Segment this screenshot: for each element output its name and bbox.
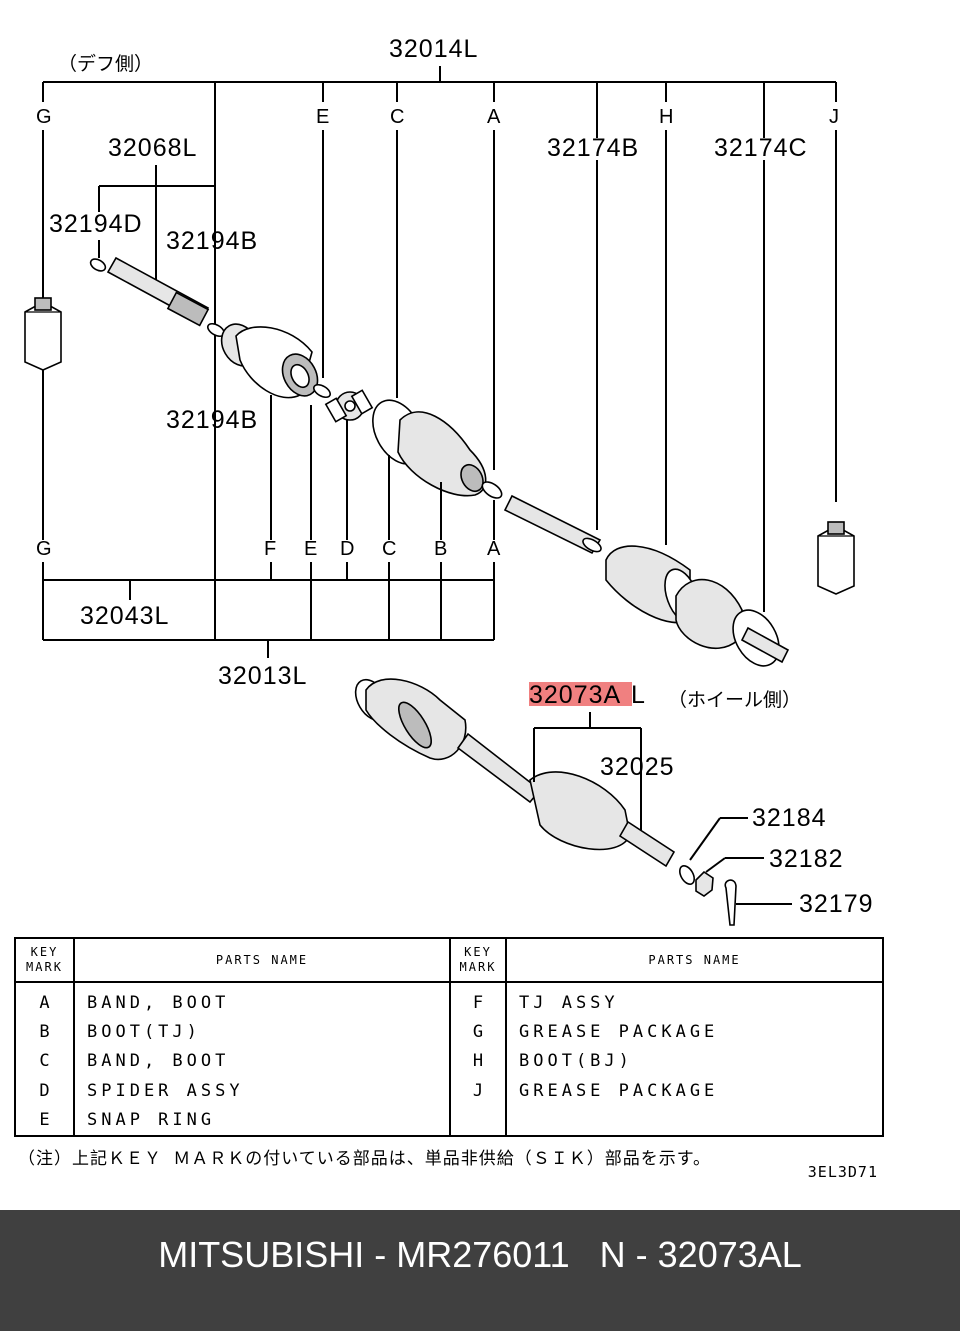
complete-axle [354,678,676,868]
nut [695,870,714,897]
label-32068l: 32068L [108,134,197,162]
footnote: （注）上記ＫＥＹ ＭＡＲＫの付いている部品は、単品非供給（ＳＩＫ）部品を示す。 [18,1149,712,1169]
bottom-mark-b: B [434,538,447,560]
right-name-h: BOOT(BJ) [519,1051,633,1072]
grease-package-left [24,297,62,371]
boot-bj [605,545,790,667]
header-key-line2-right: MARK [459,960,497,974]
drive-shaft [503,494,602,555]
left-key-b: B [39,1022,50,1043]
cotter-pin [724,879,737,926]
left-key-c: C [39,1051,50,1072]
right-name-g: GREASE PACKAGE [519,1022,719,1043]
bracket-32014l [42,66,837,640]
left-name-e: SNAP RING [87,1109,216,1130]
left-name-c: BAND, BOOT [87,1051,230,1072]
left-name-b: BOOT(TJ) [87,1022,201,1043]
grease-package-right [817,521,855,595]
top-mark-g: G [36,106,52,128]
label-32043l: 32043L [80,602,169,630]
bottom-mark-c: C [382,538,396,560]
right-key-f: F [472,993,484,1013]
label-32073a: 32073A [529,681,621,709]
left-key-e: E [39,1109,50,1130]
bottom-mark-g: G [36,538,52,560]
label-32174b: 32174B [547,134,639,162]
header-parts-name: PARTS NAME [73,937,451,983]
left-names-column: BAND, BOOT BOOT(TJ) BAND, BOOT SPIDER AS… [73,981,451,1137]
spider-assy [324,389,374,423]
band-boot-a [481,481,503,499]
part-number-caption: MITSUBISHI - MR276011 N - 32073AL [158,1234,802,1275]
bottom-mark-e: E [304,538,317,560]
top-mark-h: H [659,106,673,128]
right-names-column: TJ ASSY GREASE PACKAGE BOOT(BJ) GREASE P… [505,981,884,1137]
header-key-line1-right: KEY [464,945,492,959]
top-mark-c: C [390,106,404,128]
label-32179: 32179 [799,890,874,918]
header-key-mark-right: KEY MARK [449,937,507,983]
bottom-mark-d: D [340,538,354,560]
label-32194b-top: 32194B [166,227,258,255]
left-name-a: BAND, BOOT [87,993,230,1013]
parts-diagram: （デフ側） 32014L G E C A H J 32174B 32174C 3… [24,35,874,926]
top-mark-a: A [487,106,501,128]
right-name-f: TJ ASSY [519,993,619,1013]
header-key-line1: KEY [30,945,59,959]
header-key-line2: MARK [26,960,63,974]
left-keys-column: A B C D E [14,981,75,1137]
diff-side-label: （デフ側） [58,53,153,75]
label-32182: 32182 [769,845,844,873]
caption-bar: MITSUBISHI - MR276011 N - 32073AL [0,1210,960,1331]
tj-shaft [89,256,225,338]
label-32194b-bottom: 32194B [166,406,258,434]
right-key-g: G [472,1022,484,1043]
right-key-j: J [472,1080,484,1101]
left-name-d: SPIDER ASSY [87,1080,244,1101]
right-keys-column: F G H J [449,981,507,1137]
label-32073a-suffix: L [631,681,646,709]
top-mark-e: E [316,106,329,128]
snap-ring-e [313,383,331,399]
label-32013l: 32013L [218,662,307,690]
label-32174c: 32174C [714,134,808,162]
left-key-d: D [39,1080,50,1101]
bracket-32043l-32013l [42,562,495,658]
right-key-h: H [472,1051,484,1072]
top-mark-j: J [829,106,839,128]
highlight-box [529,682,632,706]
left-key-a: A [39,993,50,1013]
bottom-mark-f: F [264,538,276,560]
header-key-mark: KEY MARK [14,937,75,983]
drawing-code: 3EL3D71 [807,1163,878,1181]
tj-housing [220,323,319,399]
bottom-mark-a: A [487,538,501,560]
label-32194d: 32194D [49,210,143,238]
label-32025: 32025 [600,753,675,781]
right-name-j: GREASE PACKAGE [519,1080,719,1101]
boot-tj [372,399,487,497]
label-32184: 32184 [752,804,827,832]
header-parts-name-right: PARTS NAME [505,937,884,983]
key-mark-table: KEY MARK PARTS NAME KEY MARK PARTS NAME … [14,937,884,1137]
wheel-side-label: （ホイール側） [668,689,801,711]
label-32014l: 32014L [389,35,478,63]
washer [678,865,696,885]
